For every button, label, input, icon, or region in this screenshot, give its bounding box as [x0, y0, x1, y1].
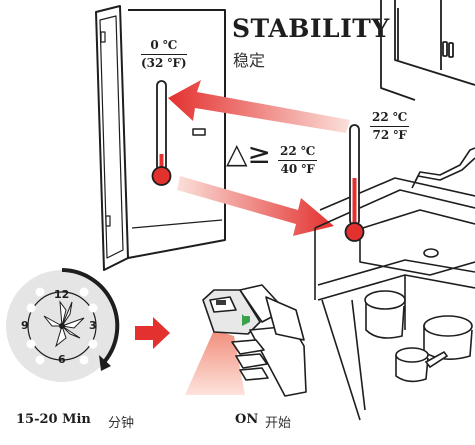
- dial-number-3: 3: [89, 319, 97, 332]
- dial-number-9: 9: [21, 319, 29, 332]
- clock-icon: [6, 268, 120, 382]
- infrared-thermometer-icon: [202, 284, 307, 397]
- room-temperature: 22 ℃ 72 ℉: [370, 110, 410, 143]
- difference-celsius: 22 ℃: [278, 144, 318, 161]
- difference-fahrenheit: 40 ℉: [280, 162, 315, 176]
- timer-label-cn: 分钟: [108, 416, 135, 431]
- fridge-temperature: 0 ℃ (32 ℉): [141, 38, 187, 71]
- page-subtitle: 稳定: [233, 51, 266, 70]
- thermometer-icon: [151, 80, 172, 186]
- room-fahrenheit: 72 ℉: [372, 128, 407, 142]
- infrared-beam: [185, 330, 245, 395]
- pot-icon: [364, 290, 473, 383]
- power-label: ON: [235, 412, 259, 427]
- power-label-cn: 开始: [265, 416, 292, 431]
- thermometer-icon: [344, 124, 365, 242]
- arrow-icon: [135, 317, 170, 349]
- timer-label: 15-20 Min: [16, 412, 91, 427]
- fridge-celsius: 0 ℃: [141, 38, 187, 55]
- difference-symbol: △≥: [226, 137, 271, 170]
- arrow-icon: [177, 176, 334, 236]
- page-title: STABILITY: [232, 14, 390, 43]
- sink-icon: [314, 147, 475, 421]
- dial-number-6: 6: [58, 353, 66, 366]
- fridge-fahrenheit: (32 ℉): [141, 56, 187, 70]
- arrow-icon: [168, 80, 350, 133]
- room-celsius: 22 ℃: [370, 110, 410, 127]
- dial-number-12: 12: [54, 288, 70, 301]
- difference-temperature: 22 ℃ 40 ℉: [278, 144, 318, 177]
- kitchen-cabinet-icon: [380, 0, 475, 101]
